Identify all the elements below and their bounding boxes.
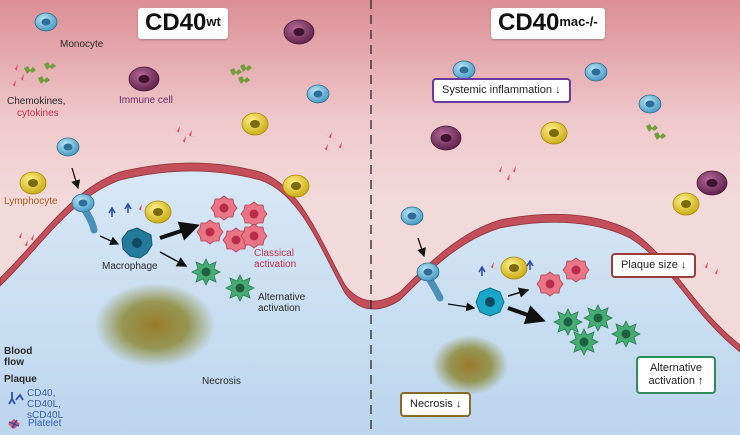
monocyte-cell xyxy=(416,262,440,282)
alternative-arrow xyxy=(507,305,546,325)
box-systemic-inflammation: Systemic inflammation ↓ xyxy=(432,78,571,103)
classical-cell xyxy=(196,219,224,245)
monocyte-cell xyxy=(34,12,58,32)
alternative-cell xyxy=(583,304,613,332)
lymphocyte-cell xyxy=(672,192,700,216)
classical-cell xyxy=(562,257,590,283)
box-plaque-size: Plaque size ↓ xyxy=(611,253,697,278)
lymphocyte-cell xyxy=(500,256,528,280)
label-immune-cell: Immune cell xyxy=(119,95,173,106)
migration-arrow xyxy=(71,167,81,190)
label-chemokines: Chemokines, xyxy=(7,96,66,107)
label-cytokines: cytokines xyxy=(17,108,59,119)
title-cd40-wt: CD40wt xyxy=(138,8,228,39)
label-alternative-activation: Alternative activation xyxy=(258,292,306,314)
title-right-main: CD40 xyxy=(498,9,560,36)
immune-cell xyxy=(430,125,462,151)
lymphocyte-cell xyxy=(144,200,172,224)
label-monocyte: Monocyte xyxy=(60,39,104,50)
title-left-main: CD40 xyxy=(145,9,207,36)
box-alternative-activation: Alternative activation ↑ xyxy=(636,356,716,394)
classical-cell xyxy=(240,201,268,227)
lymphocyte-cell xyxy=(540,121,568,145)
monocyte-cell xyxy=(56,137,80,157)
immune-cell xyxy=(696,170,728,196)
monocyte-cell xyxy=(306,84,330,104)
alternative-cell xyxy=(553,308,583,336)
lymphocyte-cell xyxy=(282,174,310,198)
label-classical-activation: Classical activation xyxy=(254,248,297,270)
alternative-cell xyxy=(191,258,221,286)
label-plaque: Plaque xyxy=(4,374,37,385)
label-lymphocyte: Lymphocyte xyxy=(4,196,58,207)
legend-platelet: Platelet xyxy=(28,418,62,429)
necrosis-core-right xyxy=(432,335,508,395)
label-necrosis: Necrosis xyxy=(202,376,241,387)
monocyte-cell xyxy=(638,94,662,114)
title-right-sup: mac-/- xyxy=(559,14,598,29)
alternative-arrow xyxy=(159,251,188,267)
immune-cell xyxy=(128,66,160,92)
title-cd40-mac: CD40mac-/- xyxy=(491,8,605,39)
alternative-cell xyxy=(569,328,599,356)
migration-arrow xyxy=(417,237,426,258)
alternative-cell xyxy=(225,274,255,302)
necrosis-core-left xyxy=(95,283,215,367)
label-blood-flow: Blood flow xyxy=(4,346,33,368)
box-necrosis: Necrosis ↓ xyxy=(400,392,472,417)
classical-arrow xyxy=(507,287,530,298)
classical-cell xyxy=(210,195,238,221)
platelet-legend-icon xyxy=(8,419,20,429)
immune-cell xyxy=(283,19,315,45)
cd40-legend-icon xyxy=(8,392,24,405)
lymphocyte-cell xyxy=(19,171,47,195)
lymphocyte-cell xyxy=(241,112,269,136)
classical-cell xyxy=(536,271,564,297)
monocyte-cell xyxy=(400,206,424,226)
to-macrophage-arrow xyxy=(447,302,476,312)
to-macrophage-arrow xyxy=(99,235,120,245)
monocyte-cell xyxy=(71,193,95,213)
classical-arrow xyxy=(159,221,200,241)
alternative-cell xyxy=(611,320,641,348)
legend-cd40: CD40, CD40L, sCD40L xyxy=(27,388,64,421)
monocyte-cell xyxy=(452,60,476,80)
macrophage-cell xyxy=(475,287,505,317)
label-macrophage: Macrophage xyxy=(102,261,158,272)
monocyte-cell xyxy=(584,62,608,82)
classical-cell xyxy=(240,223,268,249)
title-left-sup: wt xyxy=(206,14,221,29)
